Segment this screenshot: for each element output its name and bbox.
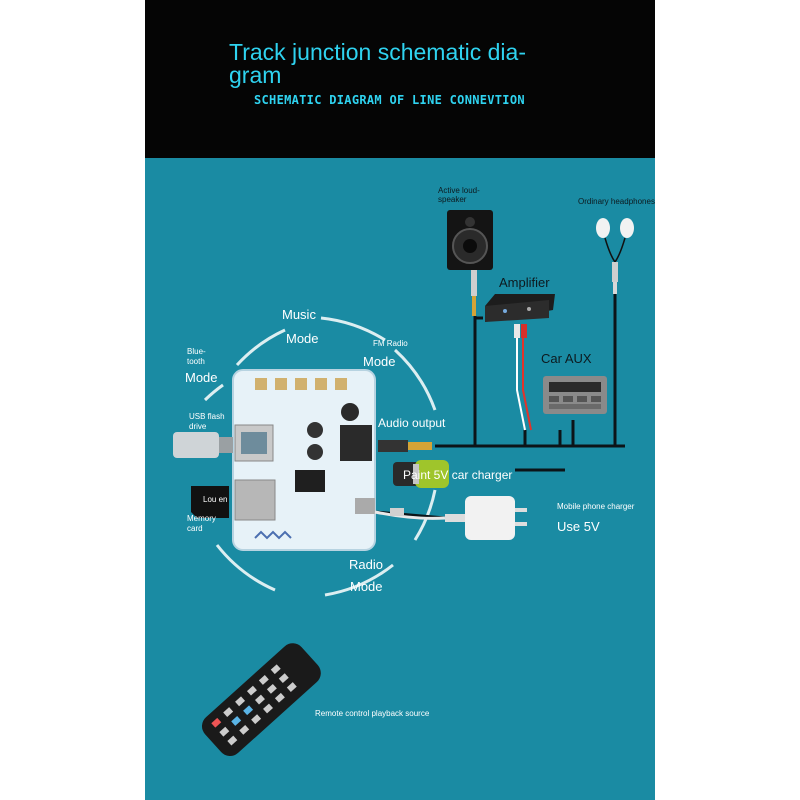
music-mode-label-1: Music xyxy=(282,307,316,322)
usb-c-cable xyxy=(374,510,446,520)
car-aux-icon xyxy=(543,376,607,414)
mode-ring xyxy=(203,316,437,597)
headphones-icon xyxy=(596,218,634,294)
bt-mode-label-3: Mode xyxy=(185,370,218,385)
use-5v-label: Use 5V xyxy=(557,519,600,534)
speaker-icon xyxy=(447,210,493,320)
bluetooth-board xyxy=(232,369,376,551)
amplifier-icon xyxy=(485,294,555,322)
title-line-2: gram xyxy=(229,62,282,88)
title-line-1: Track junction schematic dia- xyxy=(229,39,526,65)
usb-c-plug xyxy=(390,508,404,516)
car-charger-icon xyxy=(393,460,449,488)
diagram-canvas: Track junction schematic dia- gram SCHEM… xyxy=(145,0,655,800)
speaker-label-2: speaker xyxy=(438,195,467,204)
usb-drive-icon xyxy=(173,432,233,458)
schematic-drawing xyxy=(173,210,634,757)
memory-card-text: Lou en xyxy=(203,495,228,504)
memory-card-icon xyxy=(191,486,229,518)
rca-white-cable xyxy=(516,330,526,431)
amplifier-label: Amplifier xyxy=(499,275,550,290)
audio-jack-plug xyxy=(378,440,432,452)
bt-mode-label-2: tooth xyxy=(187,357,205,366)
header-banner: Track junction schematic dia- gram SCHEM… xyxy=(145,0,655,158)
radio-mode-label-1: Radio xyxy=(349,557,383,572)
radio-mode-label-2: Mode xyxy=(350,579,383,594)
bt-mode-label-1: Blue- xyxy=(187,347,206,356)
subtitle: SCHEMATIC DIAGRAM OF LINE CONNEVTION xyxy=(254,93,525,107)
remote-label: Remote control playback source xyxy=(315,709,430,718)
car-aux-label: Car AUX xyxy=(541,351,592,366)
rca-red-plug xyxy=(521,324,527,338)
fm-mode-label-2: Mode xyxy=(363,354,396,369)
phone-charger-label: Mobile phone charger xyxy=(557,502,635,511)
remote-control-icon xyxy=(201,643,321,757)
audio-output-label: Audio output xyxy=(378,416,446,430)
memory-label-2: card xyxy=(187,524,203,533)
rca-red-cable xyxy=(522,330,532,431)
phone-charger-icon xyxy=(445,496,527,540)
usb-label-1: USB flash xyxy=(189,412,225,421)
rca-white-plug xyxy=(514,324,520,338)
headphones-label: Ordinary headphones xyxy=(578,197,655,206)
music-mode-label-2: Mode xyxy=(286,331,319,346)
speaker-label-1: Active loud- xyxy=(438,186,480,195)
usb-label-2: drive xyxy=(189,422,207,431)
fm-mode-label-1: FM Radio xyxy=(373,339,408,348)
memory-label-1: Memory xyxy=(187,514,216,523)
car-charger-label: Paint 5V car charger xyxy=(403,468,513,482)
